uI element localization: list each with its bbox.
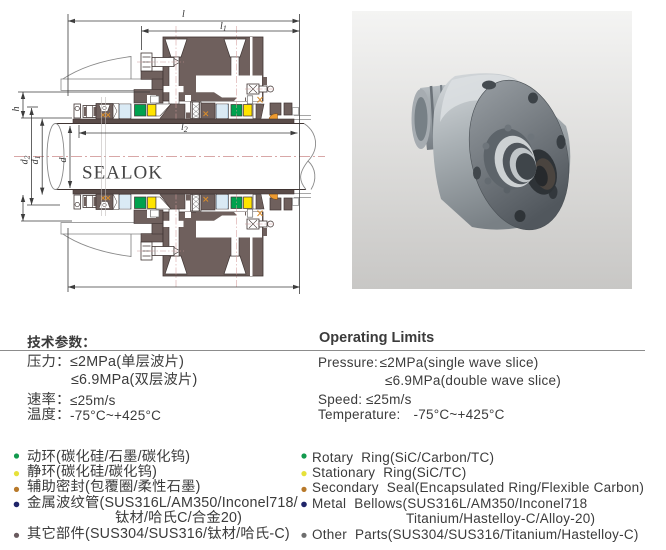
svg-text:l1: l1 (220, 21, 227, 33)
svg-text:d2: d2 (20, 155, 32, 164)
svg-text:d1: d1 (30, 156, 42, 165)
svg-text:l: l (182, 9, 185, 20)
svg-text:SEALOK: SEALOK (82, 163, 163, 184)
svg-text:h: h (11, 107, 22, 112)
svg-text:l2: l2 (181, 122, 188, 134)
svg-text:d: d (58, 157, 69, 163)
